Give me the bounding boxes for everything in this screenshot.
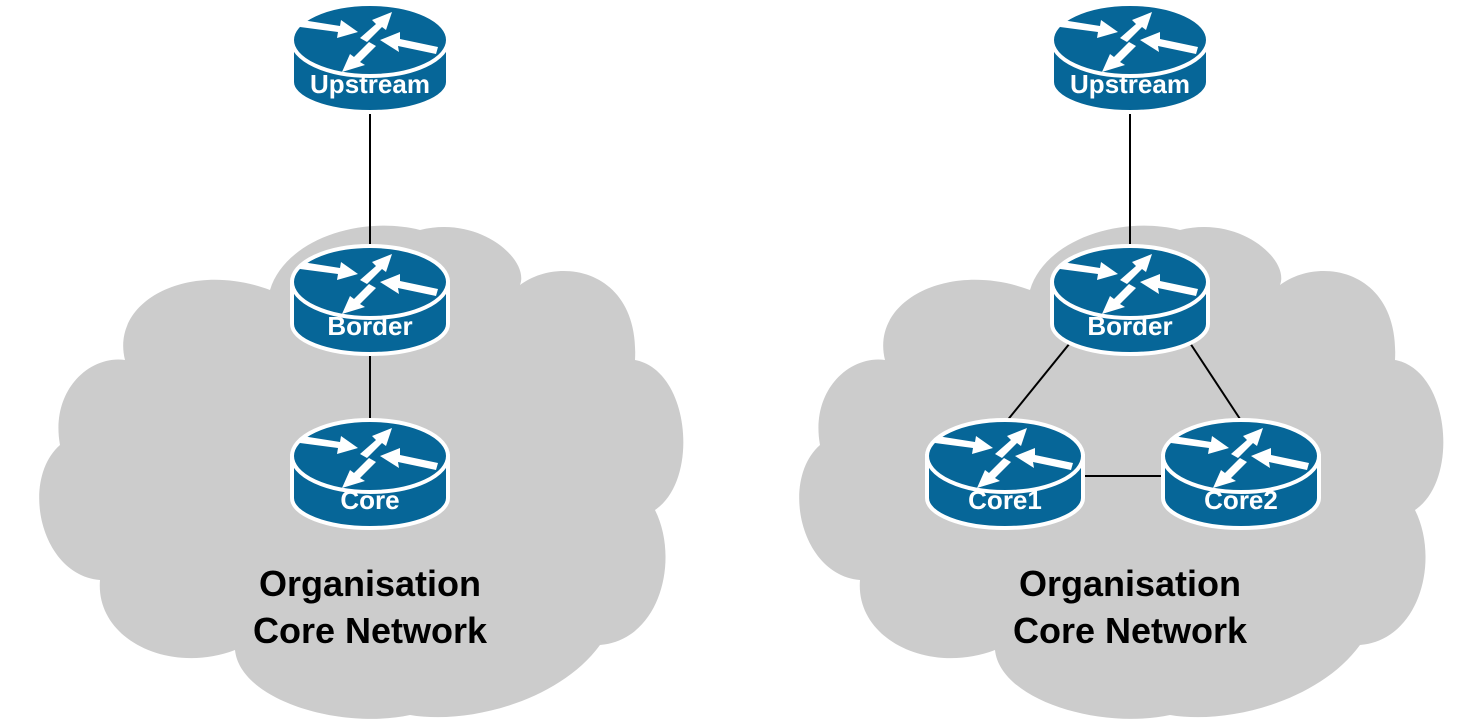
router-core2[interactable]: Core2 [1161,418,1321,530]
cloud-label-line1: Organisation [259,563,481,604]
router-border[interactable]: Border [1050,244,1210,356]
diagram-dual-core: Upstream Border Core1 Core2 Organisation… [799,2,1444,719]
router-label: Upstream [310,69,430,99]
cloud-label-line2: Core Network [253,610,488,651]
diagram-single-core: Upstream Border Core Organisation Core N… [39,2,684,719]
router-label: Border [1087,311,1172,341]
router-core1[interactable]: Core1 [925,418,1085,530]
router-label: Border [327,311,412,341]
router-label: Core1 [968,485,1042,515]
router-upstream[interactable]: Upstream [1050,2,1210,114]
cloud-shape [799,225,1444,719]
cloud-label-line2: Core Network [1013,610,1248,651]
link-border-core1 [1005,342,1071,423]
link-border-core2 [1189,342,1243,423]
router-label: Core2 [1204,485,1278,515]
router-border[interactable]: Border [290,244,450,356]
router-upstream[interactable]: Upstream [290,2,450,114]
router-label: Core [340,485,399,515]
cloud-label-line1: Organisation [1019,563,1241,604]
router-core[interactable]: Core [290,418,450,530]
router-label: Upstream [1070,69,1190,99]
